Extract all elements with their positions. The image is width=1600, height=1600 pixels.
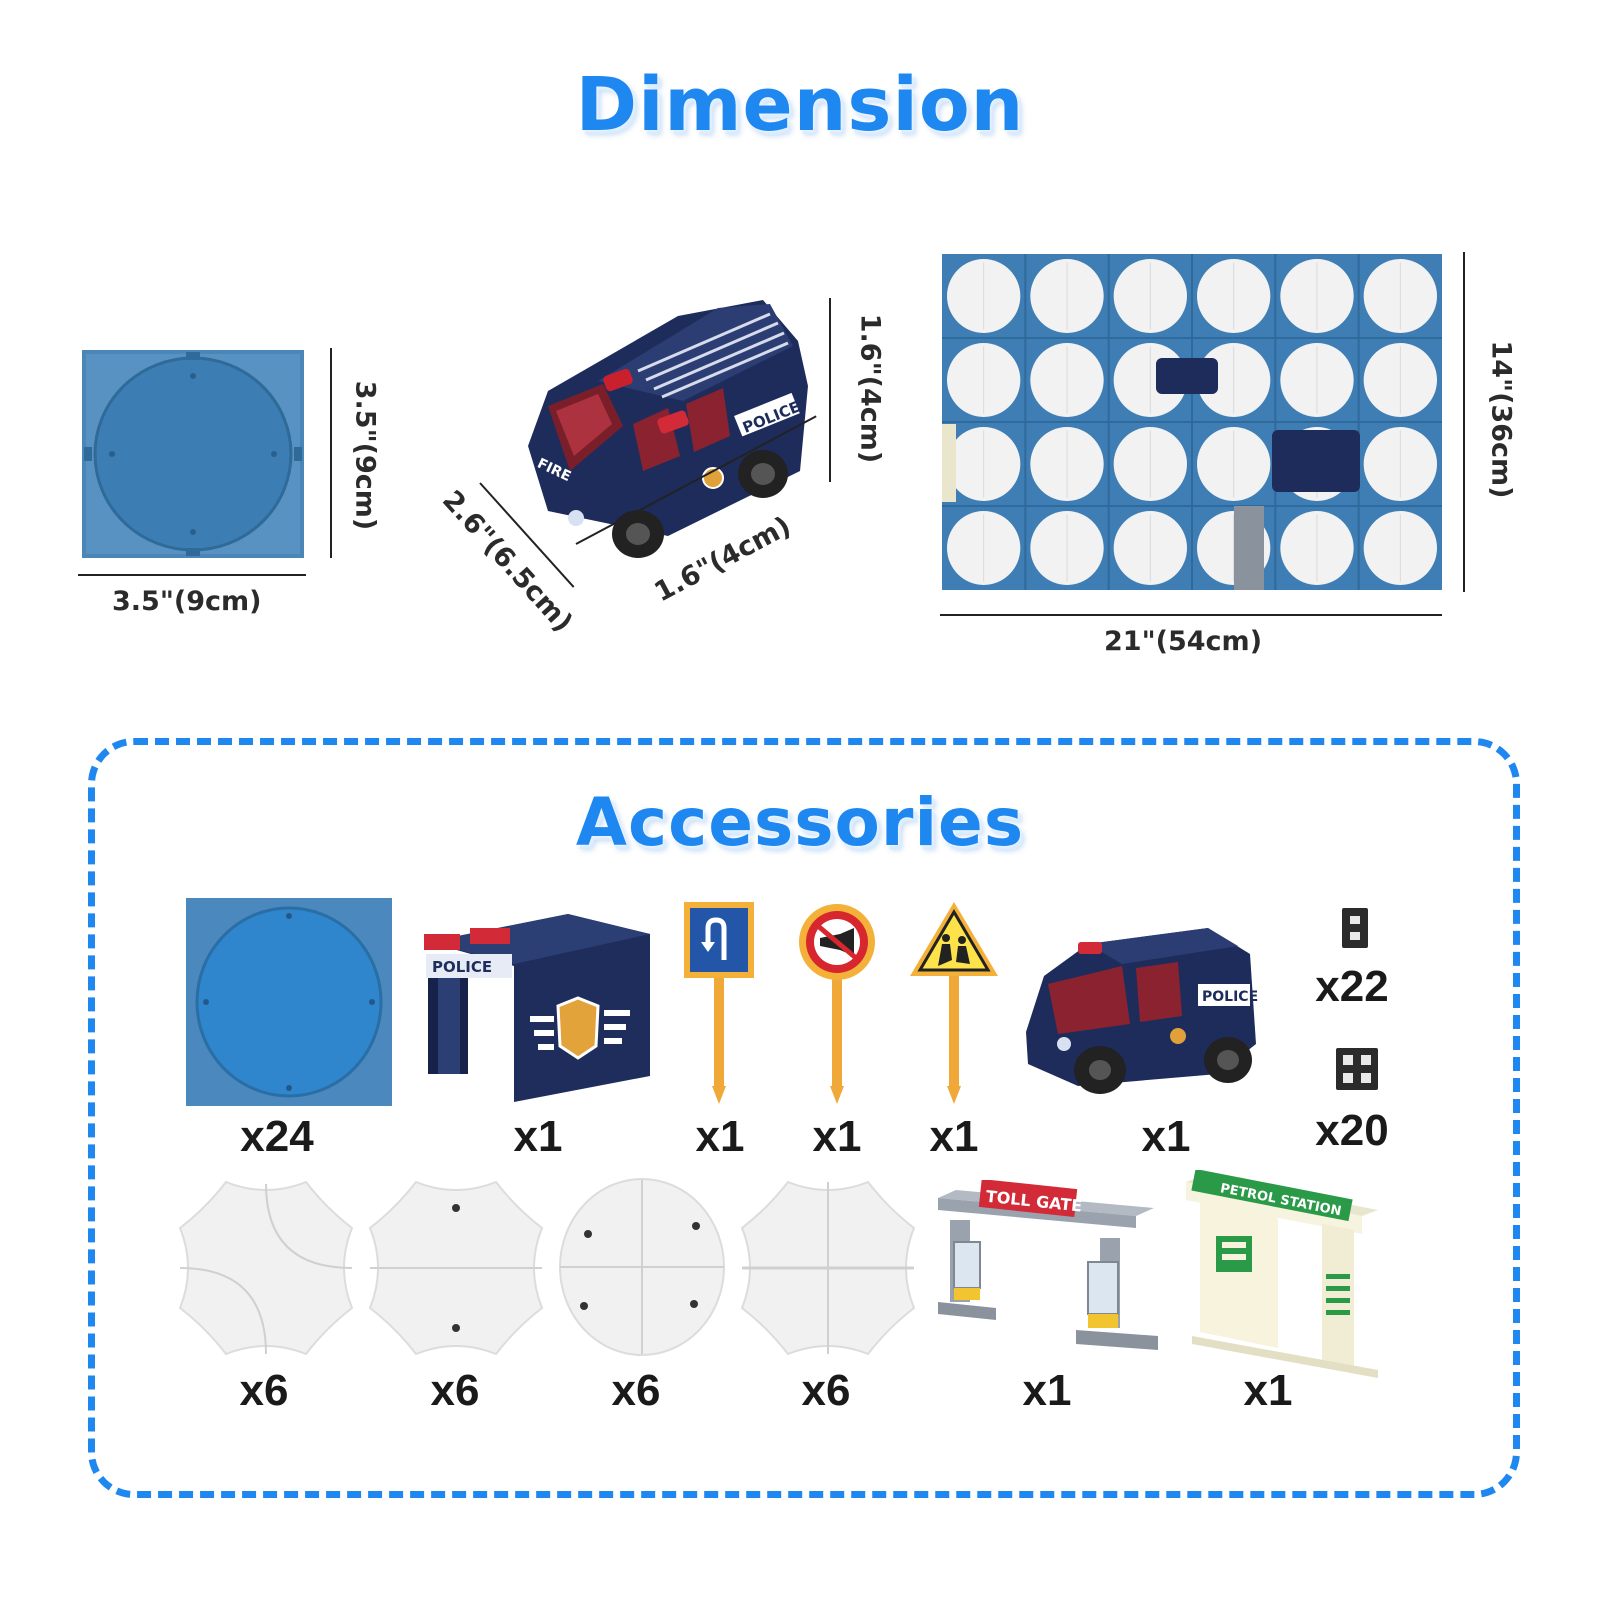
school-crossing-sign-image <box>908 900 1000 1106</box>
police-station-count: x1 <box>513 1112 563 1161</box>
police-van-image: POLICE <box>1018 924 1262 1100</box>
board-height-line <box>1463 252 1465 592</box>
tile-height-label: 3.5"(9cm) <box>349 380 381 531</box>
tile-width-line <box>78 574 306 576</box>
school-crossing-sign-count: x1 <box>929 1112 979 1161</box>
u-turn-sign-image <box>682 900 756 1106</box>
petrol-station-count: x1 <box>1243 1366 1293 1415</box>
police-van-count: x1 <box>1141 1112 1191 1161</box>
small-connector-image <box>1342 908 1368 948</box>
small-connector-count: x22 <box>1315 962 1389 1011</box>
board-station <box>942 424 956 502</box>
cross-track-tile-image <box>556 1176 728 1358</box>
no-horn-sign-count: x1 <box>812 1112 862 1161</box>
junction-track-tile-count: x6 <box>801 1366 851 1415</box>
board-image <box>942 254 1442 590</box>
straight-track-tile-count: x6 <box>430 1366 480 1415</box>
board-van-large <box>1272 430 1360 492</box>
track-base-tile-image <box>186 898 392 1106</box>
large-connector-count: x20 <box>1315 1106 1389 1155</box>
toll-gate-image: TOLL GATE <box>936 1180 1158 1360</box>
straight-track-tile-image <box>366 1178 546 1358</box>
curve-track-tile-count: x6 <box>239 1366 289 1415</box>
petrol-station-image: PETROL STATION <box>1182 1170 1382 1378</box>
dimension-title: Dimension <box>575 62 1025 148</box>
police-station-image: POLICE <box>418 906 654 1102</box>
accessories-frame <box>88 738 1520 1498</box>
no-horn-sign-image <box>796 902 878 1106</box>
board-height-label: 14"(36cm) <box>1485 340 1517 499</box>
tile-image <box>82 350 304 558</box>
tile-width-label: 3.5"(9cm) <box>112 586 262 617</box>
board-van-small <box>1156 358 1218 394</box>
board-width-label: 21"(54cm) <box>1104 626 1263 657</box>
cross-track-tile-count: x6 <box>611 1366 661 1415</box>
police-van-text: POLICE <box>1202 989 1258 1005</box>
u-turn-sign-count: x1 <box>695 1112 745 1161</box>
junction-track-tile-image <box>738 1178 918 1358</box>
toll-gate-count: x1 <box>1022 1366 1072 1415</box>
large-connector-image <box>1336 1048 1378 1090</box>
police-station-text: POLICE <box>432 958 492 976</box>
tile-height-line <box>330 348 332 558</box>
board-gate <box>1234 506 1264 590</box>
accessories-title: Accessories <box>575 784 1025 861</box>
curve-track-tile-image <box>176 1178 356 1358</box>
van-dimension-image: POLICE FIRE <box>508 296 808 558</box>
van-height-label: 1.6"(4cm) <box>854 313 886 464</box>
track-base-tile-count: x24 <box>240 1112 314 1161</box>
van-height-line <box>829 298 831 482</box>
board-width-line <box>940 614 1442 616</box>
